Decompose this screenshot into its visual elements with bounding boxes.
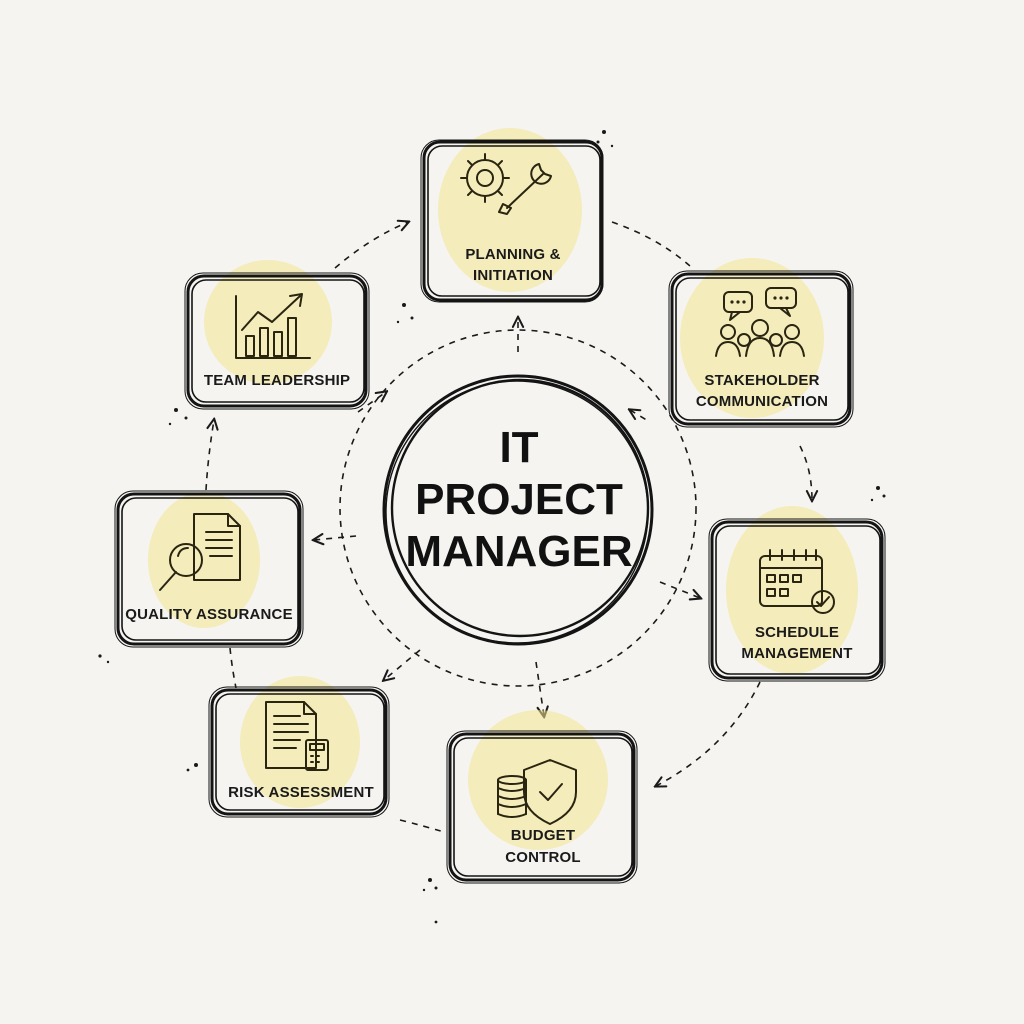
calendar-check-icon <box>759 549 835 614</box>
node-quality-label-line-1: QUALITY ASSURANCE <box>125 606 293 623</box>
node-schedule-label-line-2: MANAGEMENT <box>741 645 852 662</box>
spoke-to-team <box>357 392 386 413</box>
center-title-line-1: IT <box>499 423 538 472</box>
connector-stakeholder-to-schedule <box>799 445 812 500</box>
node-schedule: SCHEDULE MANAGEMENT <box>708 506 886 682</box>
coins-shield-icon <box>497 759 577 825</box>
node-planning-label-line-2: INITIATION <box>473 267 553 284</box>
center-title-line-3: MANAGER <box>405 527 632 576</box>
node-planning: PLANNING & INITIATION <box>420 128 604 303</box>
node-stakeholder-label-line-2: COMMUNICATION <box>696 393 828 410</box>
node-stakeholder: STAKEHOLDER COMMUNICATION <box>668 258 854 428</box>
node-budget-label-line-2: CONTROL <box>505 849 581 866</box>
ink-speckles <box>98 130 886 924</box>
node-budget: BUDGET CONTROL <box>446 710 638 884</box>
gear-wrench-icon <box>460 153 552 215</box>
node-risk: RISK ASSESSMENT <box>208 676 390 818</box>
spoke-to-budget <box>535 661 544 716</box>
spoke-to-risk <box>384 649 421 680</box>
node-planning-label-line-1: PLANNING & <box>465 246 560 263</box>
node-team: TEAM LEADERSHIP <box>184 260 370 410</box>
center-node: IT PROJECT MANAGER <box>382 374 654 646</box>
node-risk-label-line-1: RISK ASSESSMENT <box>228 784 374 801</box>
spoke-to-stakeholder <box>630 410 651 423</box>
connector-quality-to-risk <box>229 647 237 689</box>
document-calculator-icon <box>265 701 329 771</box>
connector-risk-to-budget <box>399 819 445 833</box>
people-speech-bubbles-icon <box>715 287 805 357</box>
center-ring-outer <box>339 329 697 687</box>
connector-quality-to-team <box>205 420 214 491</box>
spoke-connectors <box>314 318 700 716</box>
node-team-label-line-1: TEAM LEADERSHIP <box>204 372 350 389</box>
connector-schedule-to-budget <box>656 681 761 786</box>
connector-planning-to-stakeholder <box>611 221 691 267</box>
spoke-to-schedule <box>659 581 700 598</box>
spoke-to-quality <box>314 536 357 540</box>
magnifier-document-icon <box>159 513 241 591</box>
highlight-wash <box>240 676 360 808</box>
node-budget-label-line-1: BUDGET <box>511 827 576 844</box>
center-title-line-2: PROJECT <box>415 475 623 524</box>
node-stakeholder-label-line-1: STAKEHOLDER <box>704 372 819 389</box>
cycle-connectors <box>205 221 812 833</box>
highlight-wash <box>726 506 858 674</box>
highlight-wash <box>204 260 332 384</box>
node-schedule-label-line-1: SCHEDULE <box>755 624 839 641</box>
node-quality: QUALITY ASSURANCE <box>114 490 304 648</box>
connector-team-to-planning <box>334 222 408 269</box>
growth-chart-icon <box>235 293 311 359</box>
